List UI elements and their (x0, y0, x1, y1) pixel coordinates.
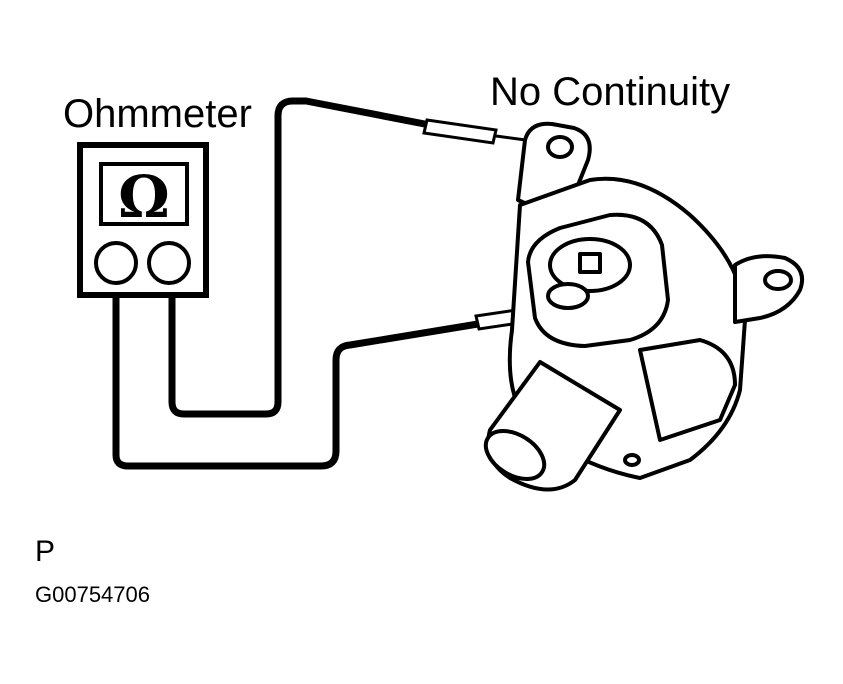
outlet-pipe-opening (483, 429, 547, 481)
upper-bracket-hole (546, 135, 574, 159)
test-lead-lower (112, 293, 482, 470)
ohmmeter-label: Ohmmeter (63, 92, 252, 136)
test-lead-upper (168, 97, 434, 418)
result-label: No Continuity (490, 70, 731, 114)
figure-letter: P (35, 535, 56, 568)
probe-upper-handle (422, 118, 498, 145)
component (483, 121, 805, 492)
test-leads (112, 97, 482, 470)
ohmmeter: Ω (77, 142, 209, 298)
right-bracket (733, 254, 805, 324)
right-bracket-hole (763, 269, 793, 291)
probe-jack-left (94, 241, 138, 285)
ohm-symbol: Ω (118, 163, 170, 231)
lower-stud (623, 453, 641, 467)
side-body (638, 338, 737, 442)
probe-jack-right (147, 241, 191, 285)
ohmmeter-display (99, 162, 189, 226)
figure-code: G00754706 (35, 582, 150, 607)
connector-terminal (578, 252, 602, 274)
connector-latch (546, 282, 590, 310)
